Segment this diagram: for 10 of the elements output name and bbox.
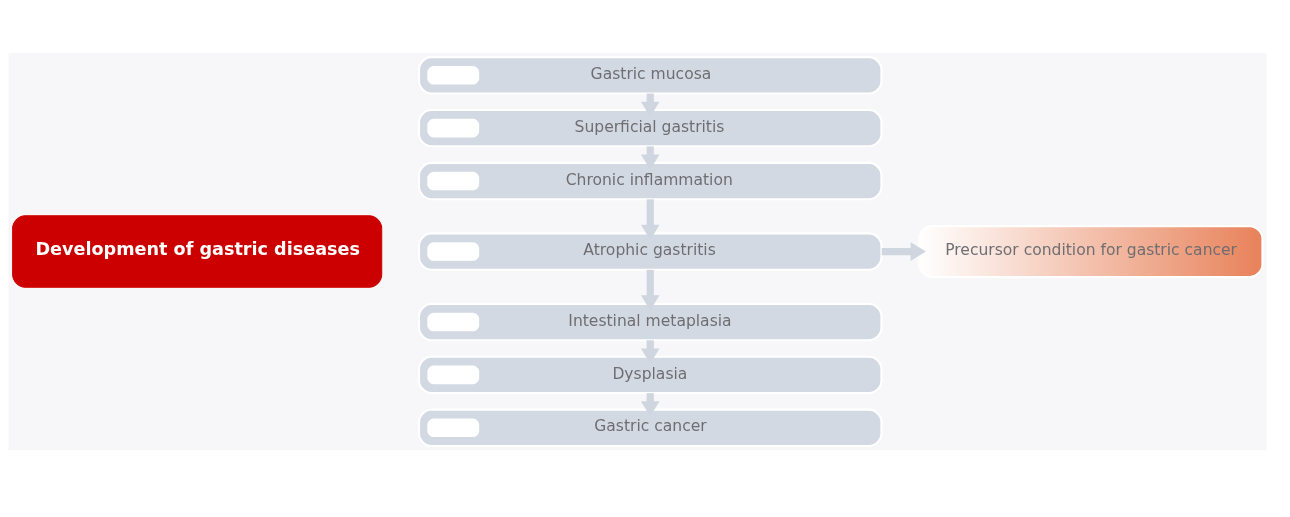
node-box: Development of gastric diseases <box>12 214 383 288</box>
node-box: Intestinal metaplasia <box>418 302 883 341</box>
node-box: Atrophic gastritis <box>418 231 883 271</box>
node-box: Gastric mucosa <box>418 55 883 94</box>
arrow <box>881 241 926 261</box>
node-box: Gastric cancer <box>418 408 883 447</box>
node-box: Dysplasia <box>418 355 883 394</box>
node-box: Superficial gastritis <box>418 108 883 147</box>
node-box: Chronic inflammation <box>418 161 883 200</box>
node-box: Precursor condition for gastric cancer <box>918 224 1264 278</box>
